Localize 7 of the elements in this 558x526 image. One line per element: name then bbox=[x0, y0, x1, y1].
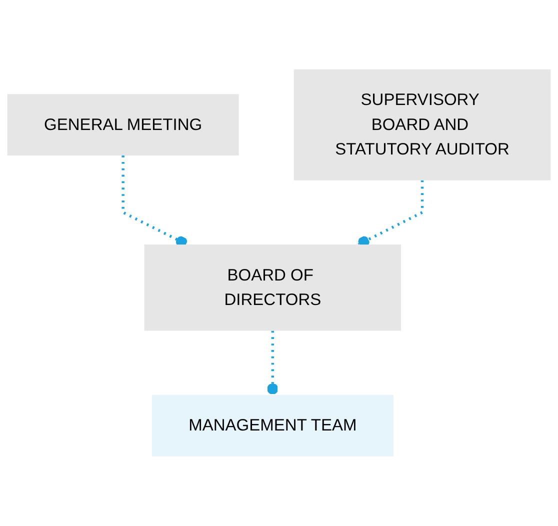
node-box: MANAGEMENT TEAM bbox=[152, 395, 394, 457]
connector bbox=[122, 156, 188, 248]
node-box: BOARD OF DIRECTORS bbox=[144, 244, 402, 331]
node-box: GENERAL MEETING bbox=[7, 94, 239, 156]
connector bbox=[267, 330, 278, 396]
node-box: SUPERVISORY BOARD AND STATUTORY AUDITOR bbox=[294, 69, 551, 180]
connector bbox=[358, 180, 424, 248]
